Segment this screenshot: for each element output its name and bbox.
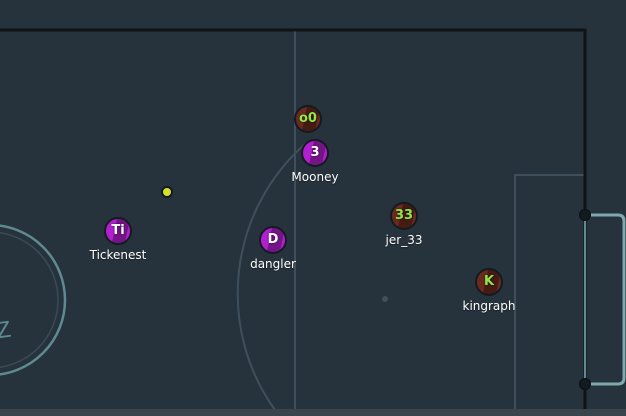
player-disc: [475, 268, 503, 296]
center-circle-inner: [0, 232, 59, 368]
player-avatar: K: [483, 274, 495, 289]
player-name: jer_33: [385, 233, 423, 247]
player-avatar: 33: [394, 208, 414, 223]
player-avatar: o0: [299, 111, 317, 126]
player-disc: [301, 139, 329, 167]
penalty-box: [514, 174, 585, 410]
kickoff-mark: Z: [0, 318, 13, 345]
player-avatar: D: [267, 232, 279, 247]
center-circle: [0, 224, 67, 376]
player-name: Mooney: [291, 170, 339, 184]
player-disc: [104, 217, 132, 245]
player-disc: [259, 226, 287, 254]
bottom-bar: [0, 409, 626, 416]
player-disc: [294, 105, 322, 133]
player-name: kingraph: [462, 299, 516, 313]
field-boundary: [0, 28, 587, 410]
player-jer33[interactable]: 33 jer_33: [386, 202, 422, 247]
goal-post-top: [579, 209, 591, 221]
goal-net: [585, 213, 626, 386]
player-name: Tickenest: [89, 248, 147, 262]
ball: [161, 186, 173, 198]
player-o0[interactable]: o0: [294, 105, 322, 133]
player-avatar: 3: [310, 145, 320, 160]
player-disc: [390, 202, 418, 230]
field-arc: [236, 143, 306, 411]
player-name: dangler: [250, 257, 296, 271]
field-spot: [382, 296, 388, 302]
goal-post-bottom: [579, 378, 591, 390]
player-avatar: Ti: [111, 223, 125, 238]
